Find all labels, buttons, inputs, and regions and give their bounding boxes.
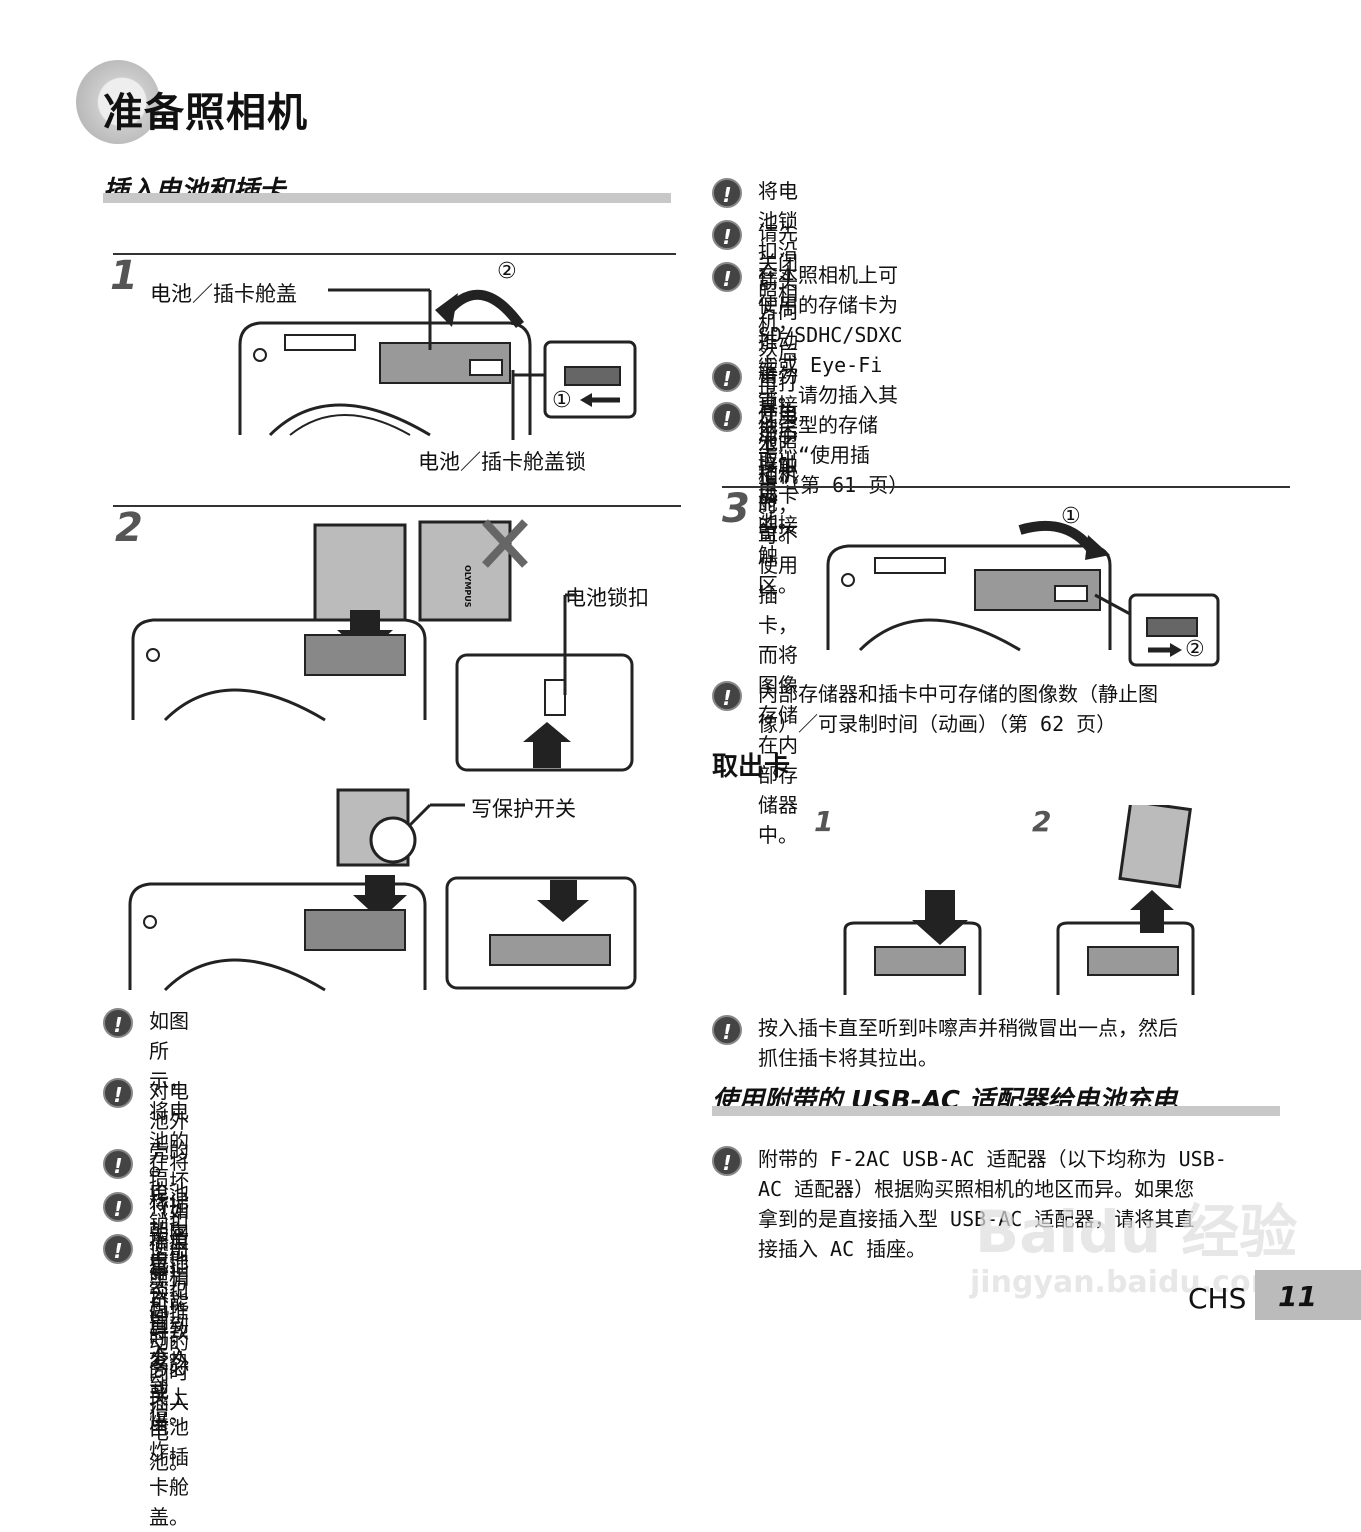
caution-icon: !	[712, 681, 742, 711]
page-number: 11	[1278, 1280, 1317, 1313]
note-line: 如图所示，将电池的 ⊖ 标记朝向电池锁扣插	[149, 1009, 189, 1333]
caution-icon: !	[103, 1149, 133, 1179]
note-line: 使用本照相机时，可不使用插卡，而将图像存储	[758, 403, 798, 727]
step1-marker-2: ②	[497, 259, 517, 284]
note-line: 入。	[149, 1339, 189, 1363]
note-text: 使用照相机时，务必关上电池／插卡舱盖。	[149, 1235, 189, 1529]
caution-icon: !	[103, 1234, 133, 1264]
step2-rule	[113, 505, 681, 507]
step3-rule	[722, 486, 1290, 488]
label-battery-latch: 电池锁扣	[565, 586, 649, 610]
label-cover-lock: 电池／插卡舱盖锁	[418, 450, 586, 474]
note-line: 拿到的是直接插入型 USB-AC 适配器，请将其直	[758, 1207, 1195, 1231]
watermark-url: jingyan.baidu.com	[970, 1265, 1282, 1300]
remove-step-2-number: 2	[1032, 805, 1052, 838]
watermark-logo: Baidu 经验	[975, 1198, 1298, 1266]
section-underline	[712, 1106, 1280, 1116]
caution-icon: !	[712, 1015, 742, 1045]
caution-icon: !	[712, 178, 742, 208]
page-title: 准备照相机	[103, 90, 308, 136]
note-line: AC 适配器）根据购买照相机的地区而异。如果您	[758, 1177, 1195, 1201]
note-text: 如图所示，将电池的 ⊖ 标记朝向电池锁扣插 入。	[149, 1006, 189, 1366]
note-text: 按入插卡直至听到咔嚓声并稍微冒出一点，然后 抓住插卡将其拉出。	[758, 1013, 1178, 1073]
caution-icon: !	[103, 1078, 133, 1108]
caution-icon: !	[712, 1146, 742, 1176]
remove-step-1-number: 1	[814, 805, 834, 838]
step3-camera-illustration	[826, 520, 1220, 667]
step1-number: 1	[110, 253, 138, 299]
step3-marker-2: ②	[1185, 637, 1205, 662]
note-line: 内部存储器和插卡中可存储的图像数（静止图	[758, 682, 1158, 706]
caution-icon: !	[712, 402, 742, 432]
page-number-box	[1255, 1270, 1361, 1320]
step1-camera-illustration	[238, 288, 637, 440]
note-line: 卡或 Eye-Fi 卡。请勿插入其他类型的存储	[758, 353, 898, 437]
step1-rule	[113, 253, 676, 255]
caution-icon: !	[103, 1008, 133, 1038]
note-text: 请先关闭照相机，然后再打开电池／插卡舱盖。	[758, 221, 798, 545]
step3-marker-1: ①	[1061, 504, 1081, 529]
note-text: 在将电池锁扣沿箭头方向推动的同时插入电池。	[149, 1150, 189, 1474]
note-text: 使用本照相机时，可不使用插卡，而将图像存储 在内部存储器中。	[758, 400, 798, 850]
note-line: 按入插卡直至听到咔嚓声并稍微冒出一点，然后	[758, 1016, 1178, 1040]
remove-card-illustration	[843, 805, 1195, 995]
section-underline	[103, 193, 671, 203]
label-write-protect: 写保护开关	[471, 797, 576, 821]
note-line: 卡。“使用插卡”（第 61 页）	[758, 443, 909, 497]
note-line: 附带的 F-2AC USB-AC 适配器（以下均称为 USB-	[758, 1147, 1227, 1171]
note-text: 在本照相机上可使用的存储卡为 SD/SDHC/SDXC 卡或 Eye-Fi 卡。…	[758, 260, 909, 500]
note-line: 对电池外壳的损坏（如擦痕等）可能导致发热或	[149, 1079, 189, 1403]
step3-number: 3	[722, 486, 750, 532]
title-decoration-icon	[76, 60, 160, 144]
step2-number: 2	[115, 505, 143, 551]
note-text: 附带的 F-2AC USB-AC 适配器（以下均称为 USB- AC 适配器）根…	[758, 1144, 1227, 1264]
footer-language: CHS	[1188, 1282, 1247, 1315]
step2-battery-card-illustration	[128, 519, 637, 992]
caution-icon: !	[712, 362, 742, 392]
caution-icon: !	[103, 1192, 133, 1222]
note-text: 内部存储器和插卡中可存储的图像数（静止图 像）／可录制时间（动画）（第 62 页…	[758, 679, 1158, 739]
note-line: 在本照相机上可使用的存储卡为 SD/SDHC/SDXC	[758, 263, 903, 347]
step1-marker-1: ①	[552, 388, 572, 413]
note-text: 请勿直接用手接触插卡的接触区。	[758, 363, 798, 597]
note-line: 在内部存储器中。	[758, 733, 798, 847]
battery-brand-label: OLYMPUS	[463, 565, 472, 608]
remove-card-heading: 取出卡	[712, 752, 791, 782]
note-line: 抓住插卡将其拉出。	[758, 1046, 938, 1070]
note-line: 接插入 AC 插座。	[758, 1237, 927, 1261]
note-text: 将电池锁扣沿箭头方向推动解锁，然后取出电池。	[758, 179, 798, 533]
caution-icon: !	[712, 220, 742, 250]
label-battery-cover: 电池／插卡舱盖	[150, 282, 297, 306]
caution-icon: !	[712, 262, 742, 292]
note-line: 像）／可录制时间（动画）（第 62 页）	[758, 712, 1117, 736]
